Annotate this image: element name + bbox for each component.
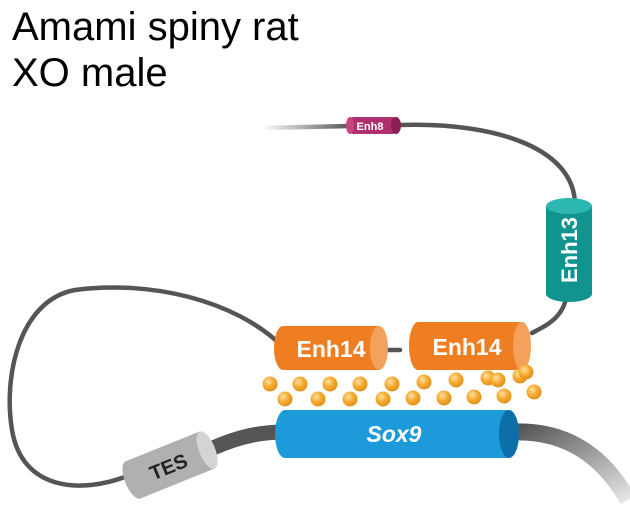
enh14-left-label: Enh14 [296, 336, 365, 362]
tes-element: TES [122, 431, 218, 499]
binding-factor-dot [405, 390, 421, 406]
binding-factor-dot [292, 376, 308, 392]
binding-factor-dot [496, 388, 512, 404]
binding-factor-dot [322, 376, 338, 392]
binding-factor-dot [448, 372, 464, 388]
binding-factor-dot [277, 391, 293, 407]
binding-factor-dot [526, 384, 542, 400]
binding-factor-dot [518, 364, 534, 380]
binding-factor-dot [436, 390, 452, 406]
binding-factor-dot [384, 376, 400, 392]
sox9-label: Sox9 [367, 421, 422, 447]
binding-factor-dot [352, 376, 368, 392]
title-line-species: Amami spiny rat [12, 5, 299, 49]
binding-factor-dots [262, 364, 542, 407]
binding-factor-dot [416, 374, 432, 390]
enh8-label: Enh8 [357, 121, 384, 133]
enh14-right-element: Enh14 [409, 322, 531, 370]
title-block: Amami spiny rat XO male [12, 4, 299, 96]
binding-factor-dot [262, 376, 278, 392]
binding-factor-dot [466, 389, 482, 405]
enh14-right-label: Enh14 [432, 334, 501, 360]
enh8-element: Enh8 [346, 117, 401, 134]
enh13-element: Enh13 [546, 198, 592, 302]
title-line-karyotype: XO male [12, 51, 168, 95]
binding-factor-dot [375, 391, 391, 407]
enh13-label: Enh13 [557, 217, 582, 283]
binding-factor-dot [342, 391, 358, 407]
sox9-element: Sox9 [275, 410, 519, 458]
binding-factor-dot [310, 391, 326, 407]
binding-factor-dot [490, 372, 506, 388]
enh14-left-element: Enh14 [274, 326, 388, 370]
